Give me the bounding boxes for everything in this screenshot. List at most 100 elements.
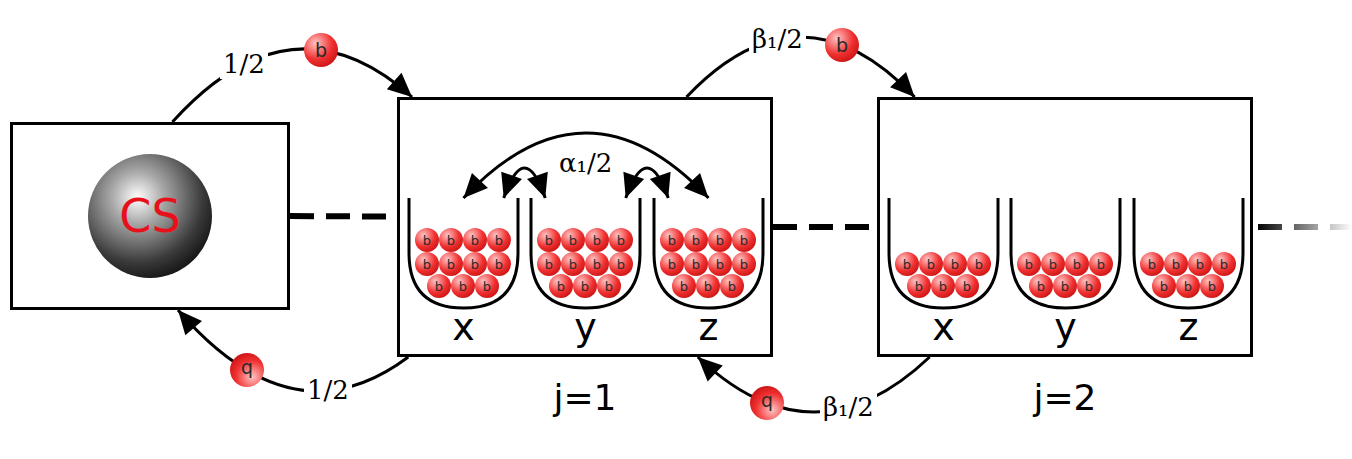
boson-ball: b [660,252,684,276]
boson-symbol: b [495,258,503,271]
boson-ball: b [1200,274,1224,298]
boson-symbol: b [1073,258,1081,271]
bowl-curve [1134,198,1243,308]
boson-symbol: b [495,234,503,247]
arrowhead [464,173,488,198]
transfer-arrow [178,310,408,391]
boson-ball: b [732,252,756,276]
connector-line [698,357,930,412]
boson-ball: b [708,252,732,276]
boson-symbol: b [951,258,959,271]
boson-symbol: b [447,234,455,247]
boson-symbol: b [605,280,613,293]
transfer-arrow [501,168,548,198]
boson-symbol: b [617,258,625,271]
boson-ball: b [304,33,338,67]
boson-symbol: b [1160,280,1168,293]
boson-ball: b [1065,252,1089,276]
boson-ball: b [463,228,487,252]
transfer-arrow [464,133,709,198]
boson-ball: b [609,228,633,252]
rate-label: β₁/2 [820,393,877,422]
boson-symbol: b [903,258,911,271]
boson-symbol: b [471,258,479,271]
boson-symbol: b [740,234,748,247]
boson-symbol: b [1061,280,1069,293]
connector-line [172,49,412,122]
boson-ball: b [597,274,621,298]
transfer-arrow [698,357,930,412]
rate-label: β₁/2 [749,25,806,54]
boson-ball: b [1164,252,1188,276]
boson-ball: b [1041,252,1065,276]
boson-ball: b [1188,252,1212,276]
boson-ball: b [415,228,439,252]
arrowhead [501,172,522,198]
boson-symbol: b [704,280,712,293]
mode-label: y [528,308,643,346]
boson-symbol: b [668,258,676,271]
boson-ball: b [439,228,463,252]
boson-ball: b [1053,274,1077,298]
bowl-curve [889,198,998,308]
bowl-curve [1011,198,1120,308]
boson-ball: b [1212,252,1236,276]
boson-symbol: b [447,258,455,271]
boson-ball: b [660,228,684,252]
boson-symbol: b [569,258,577,271]
arrowhead [178,310,202,335]
boson-symbol: b [939,280,947,293]
boson-ball: b [1152,274,1176,298]
arrowhead [698,357,723,381]
boson-ball: b [907,274,931,298]
boson-ball: b [931,274,955,298]
boson-symbol: b [716,258,724,271]
boson-ball: b [967,252,991,276]
chain-continuation [1258,224,1352,230]
boson-ball: b [1077,274,1101,298]
boson-symbol: b [423,258,431,271]
boson-symbol: b [435,280,443,293]
boson-ball: b [732,228,756,252]
transfer-arrow [172,49,412,122]
rate-label: 1/2 [220,50,268,79]
boson-ball: b [537,252,561,276]
boson-symbol: b [728,280,736,293]
boson-ball: b [573,274,597,298]
boson-symbol: b [1196,258,1204,271]
mode-label: x [886,308,1001,346]
site-box: j=1xyz [397,97,773,357]
boson-symbol: b [668,234,676,247]
boson-symbol: b [1184,280,1192,293]
boson-ball: b [895,252,919,276]
sphere [88,154,212,278]
boson-ball: b [672,274,696,298]
boson-ball: b [585,252,609,276]
boson-symbol: b [459,280,467,293]
boson-symbol: b [692,234,700,247]
boson-symbol: b [836,36,848,55]
rate-label: 1/2 [304,376,352,405]
dashed-link [773,227,877,228]
boson-ball: b [585,228,609,252]
bowl-curve [531,198,640,308]
boson-symbol: b [1220,258,1228,271]
boson-ball: b [750,386,784,420]
boson-symbol: b [692,258,700,271]
boson-ball: b [720,274,744,298]
bowl-curve [409,198,518,308]
central-system-box: CS [10,122,290,310]
boson-ball: b [475,274,499,298]
boson-symbol: b [1085,280,1093,293]
boson-symbol: b [963,280,971,293]
boson-symbol: b [680,280,688,293]
arrowhead [684,173,708,198]
boson-symbol: b [740,258,748,271]
boson-ball: b [463,252,487,276]
boson-symbol: b [557,280,565,293]
boson-ball: b [561,252,585,276]
boson-ball: b [1017,252,1041,276]
mode-label: z [1131,308,1246,346]
dashed-link [290,216,397,218]
